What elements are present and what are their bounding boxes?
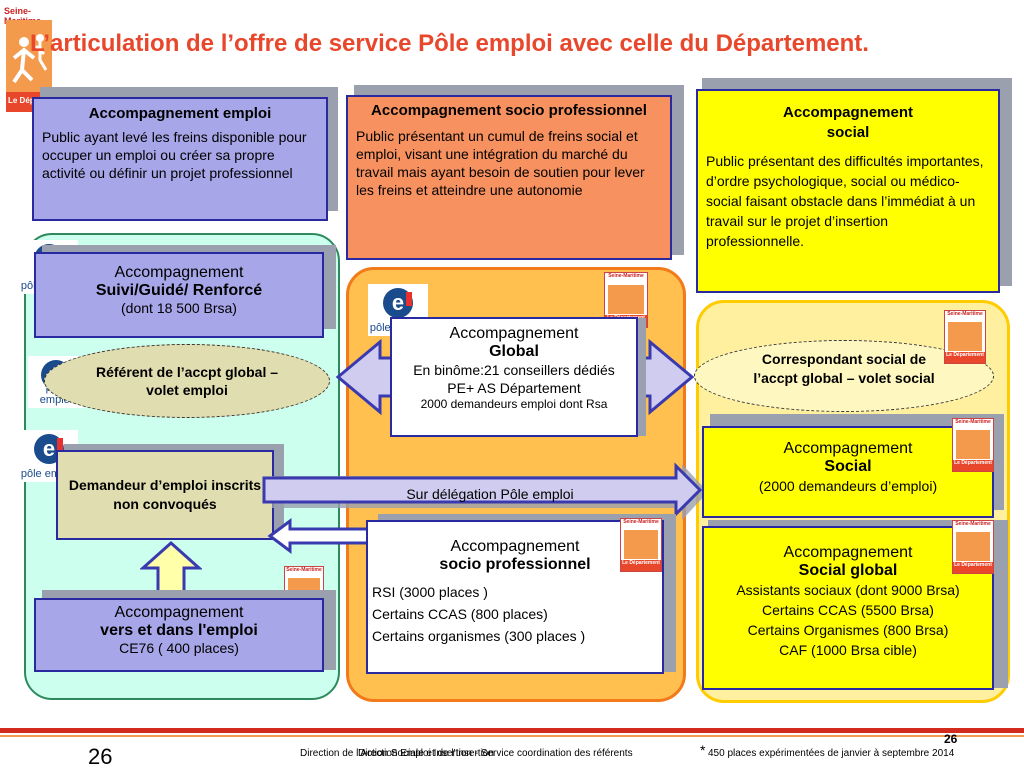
global-line4: 2000 demandeurs emploi dont Rsa	[420, 397, 608, 411]
page-number: 26	[88, 744, 113, 769]
footnote-text: 450 places expérimentées de janvier à se…	[708, 748, 955, 759]
up-arrow-icon	[140, 540, 202, 602]
social-box-text: Public présentant des difficultés import…	[706, 153, 984, 249]
sm-figure-icon	[608, 284, 644, 315]
sm-logo-top: Seine-Maritime	[608, 273, 644, 279]
referent-ellipse: Référent de l’accpt global – volet emplo…	[44, 344, 330, 418]
social-global-line1: Accompagnement	[783, 544, 913, 561]
seine-maritime-small-logo: Seine-Maritime Le Département	[944, 310, 986, 364]
seine-maritime-small-logo: Seine-Maritime Le Département	[952, 520, 994, 574]
social-line3: (2000 demandeurs d’emploi)	[758, 478, 938, 494]
sm-logo-bottom: Le Département	[945, 351, 985, 363]
socio-item: Certains organismes (300 places )	[372, 628, 586, 644]
sm-figure-icon	[956, 430, 990, 459]
socio-line2: socio professionnel	[439, 556, 591, 573]
emploi-box-title: Accompagnement emploi	[88, 105, 272, 122]
referent-text: Référent de l’accpt global – volet emplo…	[95, 364, 279, 398]
sm-logo-bottom: Le Département	[953, 459, 993, 471]
social-box-title: Accompagnement social	[782, 104, 914, 141]
delegation-arrow-icon	[262, 462, 708, 520]
accompagnement-socio-professionnel-box: Accompagnement socio professionnel RSI (…	[366, 520, 664, 674]
demandeur-text: Demandeur d’emploi inscrits non convoqué…	[68, 477, 262, 512]
socio-line1: Accompagnement	[450, 538, 580, 555]
accompagnement-social-global-box: Accompagnement Social global Assistants …	[702, 526, 994, 690]
socio-pro-box-text: Public présentant un cumul de freins soc…	[356, 128, 645, 198]
accompagnement-social-box: Accompagnement social Public présentant …	[696, 89, 1000, 293]
seine-maritime-small-logo: Seine-Maritime Le Département	[952, 418, 994, 472]
global-line3: En binôme:21 conseillers dédiés PE+ AS D…	[413, 362, 615, 396]
suivi-line3: (dont 18 500 Brsa)	[121, 300, 237, 316]
socio-item: RSI (3000 places )	[372, 584, 488, 600]
sm-figure-icon	[624, 530, 658, 559]
accompagnement-vers-emploi-box: Accompagnement vers et dans l'emploi CE7…	[34, 598, 324, 672]
emploi-box-text: Public ayant levé les freins disponible …	[42, 129, 307, 181]
sm-logo-top: Seine-Maritime	[947, 311, 983, 317]
sm-figure-icon	[948, 322, 982, 351]
logo-figure-icon	[6, 20, 52, 92]
direction-text: Direction de l'Action Sociale et de l'In…	[300, 748, 494, 759]
page-number-right: 26	[944, 732, 958, 746]
logo-bottom-text: Le Département	[8, 96, 52, 105]
sm-logo-top: Seine-Maritime	[286, 567, 322, 573]
global-line2: Global	[489, 343, 539, 360]
footnote-asterisk: *	[700, 742, 706, 758]
vers-line3: CE76 ( 400 places)	[119, 640, 239, 656]
sm-logo-top: Seine-Maritime	[955, 521, 991, 527]
socio-item: Certains CCAS (800 places)	[372, 606, 548, 622]
sm-logo-bottom: Le Département	[953, 561, 993, 573]
suivi-line2: Suivi/Guidé/ Renforcé	[95, 282, 263, 299]
page-title: L’articulation de l’offre de service Pôl…	[30, 30, 869, 57]
social-global-line2: Social global	[798, 562, 898, 579]
sm-logo-top: Seine-Maritime	[623, 519, 659, 525]
sm-logo-bottom: Le Département	[621, 559, 661, 571]
social-global-item: Certains Organismes (800 Brsa)	[747, 622, 949, 638]
social-line1: Accompagnement	[783, 440, 913, 457]
accompagnement-social-right-box: Accompagnement Social (2000 demandeurs d…	[702, 426, 994, 518]
accompagnement-suivi-box: Accompagnement Suivi/Guidé/ Renforcé (do…	[34, 252, 324, 338]
suivi-line1: Accompagnement	[114, 264, 244, 281]
sm-figure-icon	[956, 532, 990, 561]
seine-maritime-small-logo: Seine-Maritime Le Département	[620, 518, 662, 572]
accompagnement-emploi-box: Accompagnement emploi Public ayant levé …	[32, 97, 328, 221]
left-arrow-icon	[267, 518, 374, 554]
vers-line2: vers et dans l'emploi	[100, 622, 258, 639]
demandeur-emploi-box: Demandeur d’emploi inscrits non convoqué…	[56, 450, 274, 540]
vers-line1: Accompagnement	[114, 604, 244, 621]
social-line2: Social	[824, 458, 872, 475]
sm-logo-top: Seine-Maritime	[955, 419, 991, 425]
accompagnement-socio-pro-box: Accompagnement socio professionnel Publi…	[346, 95, 672, 260]
social-global-item: Assistants sociaux (dont 9000 Brsa)	[736, 582, 960, 598]
correspondant-text: Correspondant social de l’accpt global –…	[753, 351, 935, 386]
footer-line-thin	[0, 735, 1024, 737]
delegation-label: Sur délégation Pôle emploi	[406, 486, 574, 502]
social-global-item: Certains CCAS (5500 Brsa)	[762, 602, 934, 618]
overlap-text: Direction Emploi Insertion - Service coo…	[358, 748, 633, 759]
global-line1: Accompagnement	[449, 325, 579, 342]
footer-line	[0, 728, 1024, 733]
social-global-item: CAF (1000 Brsa cible)	[779, 642, 917, 658]
socio-pro-box-title: Accompagnement socio professionnel	[371, 102, 647, 119]
accompagnement-global-box: Accompagnement Global En binôme:21 conse…	[390, 317, 638, 437]
